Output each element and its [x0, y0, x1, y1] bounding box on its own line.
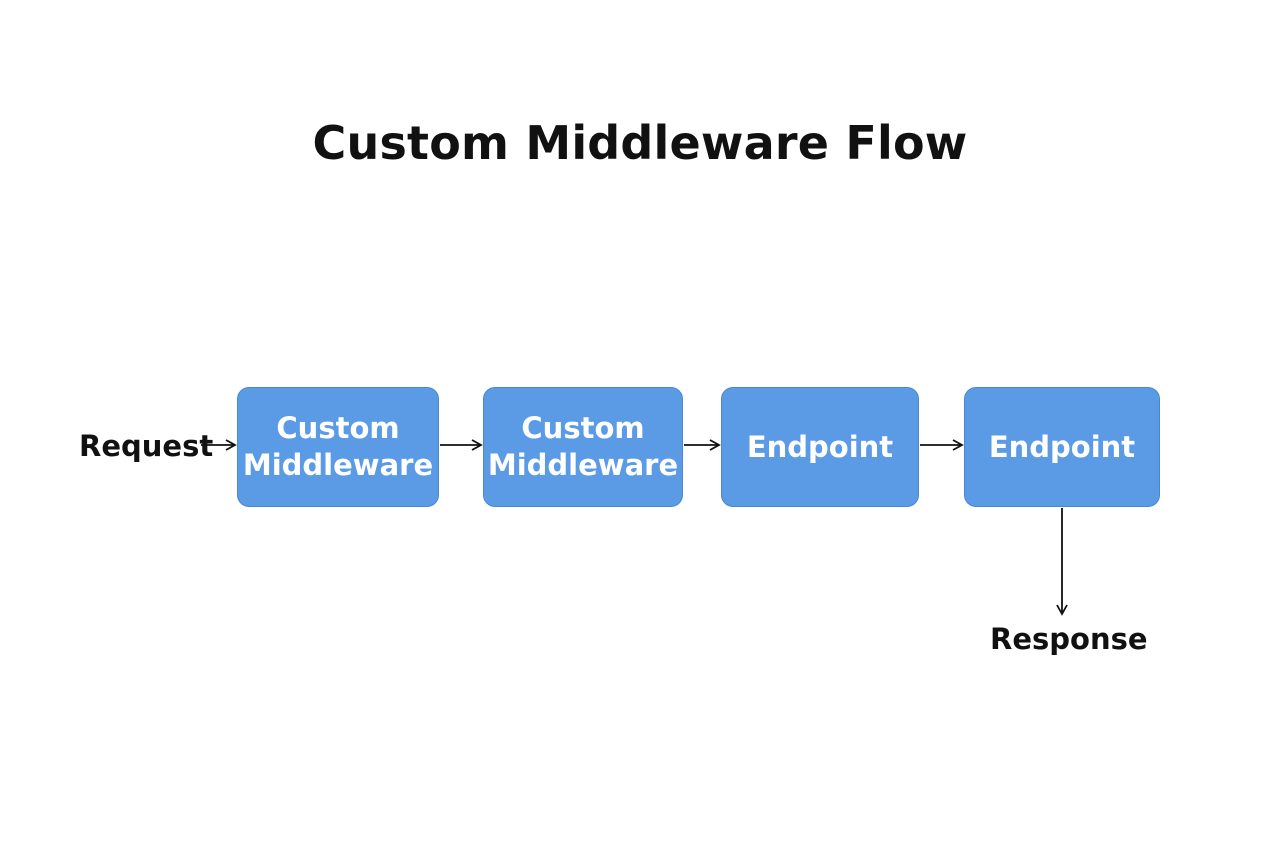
node-label-line: Custom [276, 411, 400, 445]
node-custom-middleware-1: Custom Middleware [237, 387, 439, 507]
diagram-title: Custom Middleware Flow [312, 116, 968, 170]
node-label-line: Custom [521, 411, 645, 445]
node-label-line: Middleware [242, 448, 434, 482]
node-label-line: Endpoint [746, 429, 894, 464]
node-endpoint-2: Endpoint [964, 387, 1160, 507]
node-label-line: Middleware [487, 448, 679, 482]
node-label-line: Endpoint [988, 429, 1136, 464]
response-label: Response [990, 622, 1148, 656]
request-label: Request [79, 429, 214, 463]
node-custom-middleware-2: Custom Middleware [483, 387, 683, 507]
node-endpoint-1: Endpoint [721, 387, 919, 507]
